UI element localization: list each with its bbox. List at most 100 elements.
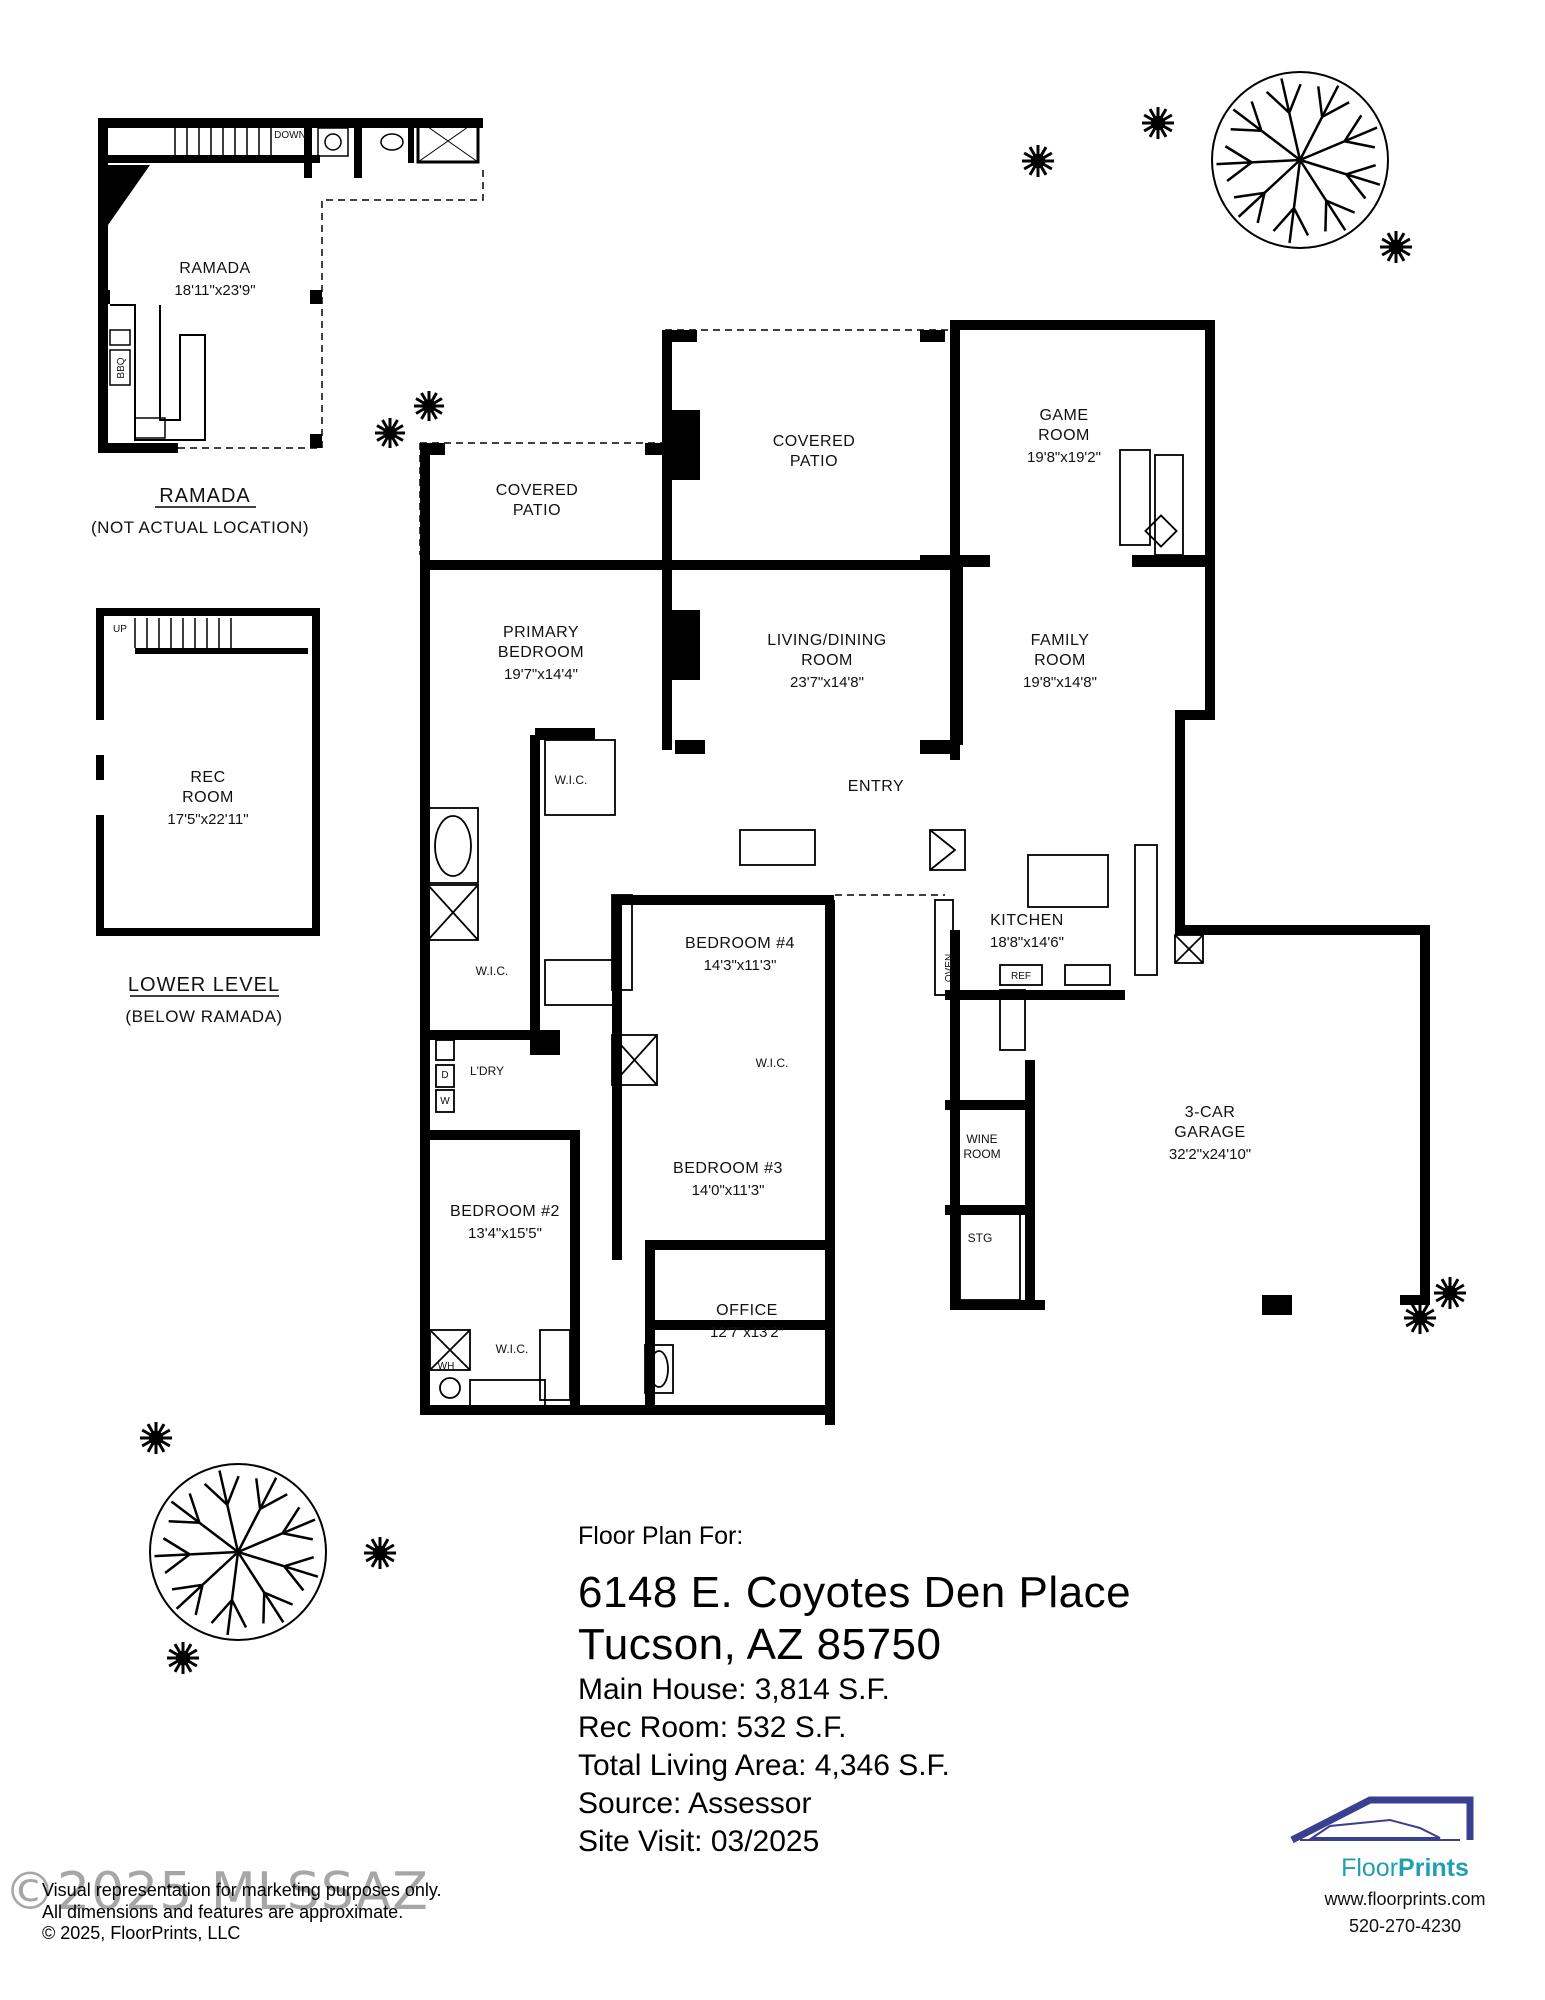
bedroom2-label: BEDROOM #2 [450,1203,560,1220]
primary-bedroom-label-2: BEDROOM [498,644,584,661]
wine-room-label-2: ROOM [963,1147,1000,1161]
office-dims: 12'7"x13'2" [710,1324,784,1341]
tree-branch [203,1470,240,1553]
disclaimer: Visual representation for marketing purp… [42,1880,442,1945]
ramada-room-dims: 18'11"x23'9" [174,282,255,299]
shrub-icon [364,1537,396,1569]
address-line-1: 6148 E. Coyotes Den Place [578,1568,1132,1617]
lower-level-plan: UP REC ROOM 17'5"x22'11" LOWER LEVEL (BE… [96,608,320,1026]
lower-up-label: UP [113,624,127,635]
bedroom3-label: BEDROOM #3 [673,1160,783,1177]
tree-branch [237,1506,316,1554]
washer-label: W [440,1096,450,1107]
brand-phone: 520-270-4230 [1348,1916,1462,1936]
mls-watermark: ©2025 MLSSAZ [4,1862,429,1922]
shrub-icon [1380,231,1412,263]
covered-patio-left-label-2: PATIO [513,502,561,519]
rec-room-area: Rec Room: 532 S.F. [578,1711,847,1744]
ramada-plan: DOWN BBQ RAMADA 18'11"x23'9" RAMADA (NOT… [91,118,484,537]
tree-branch [1298,159,1356,232]
kitchen-dims: 18'8"x14'6" [990,934,1064,951]
tree-branch [1298,85,1350,161]
tree-branch [154,1537,239,1574]
family-room-dims: 19'8"x14'8" [1023,674,1097,691]
bedroom2-wic-label: W.I.C. [496,1342,529,1356]
office-label: OFFICE [716,1302,778,1319]
tree-large-top-right [1211,71,1389,249]
living-dining-label-2: ROOM [801,652,853,669]
ref-label: REF [1011,971,1031,982]
bedroom4-label: BEDROOM #4 [685,935,795,952]
tree-branch [236,1551,294,1624]
brand-name-second: Prints [1398,1854,1469,1882]
game-room-label-2: ROOM [1038,427,1090,444]
disclaimer-line-1: Visual representation for marketing purp… [42,1880,442,1900]
garage-dims: 32'2"x24'10" [1169,1146,1251,1163]
data-source: Source: Assessor [578,1787,812,1820]
shrub-icon [167,1642,199,1674]
wine-room-label: WINE [966,1132,997,1146]
tree-branch [237,1550,319,1592]
rec-room-dims: 17'5"x22'11" [167,811,248,828]
brand-name-first: Floor [1341,1854,1399,1882]
living-dining-label: LIVING/DINING [767,632,886,649]
laundry-label: L'DRY [470,1064,504,1078]
total-living-area: Total Living Area: 4,346 S.F. [578,1749,950,1782]
shrub-icon [414,391,444,421]
primary-bedroom-dims: 19'7"x14'4" [504,666,578,683]
game-room-label: GAME [1039,407,1088,424]
bedroom4-dims: 14'3"x11'3" [704,957,777,974]
bedroom2-dims: 13'4"x15'5" [468,1225,542,1242]
oven-label: OVEN [944,954,955,982]
tree-branch [210,1551,248,1636]
tree-branch [1272,159,1310,244]
tree-branch [1265,78,1302,161]
shrub-icon [1404,1302,1436,1334]
rec-room-name-2: ROOM [182,789,234,806]
garage-label: 3-CAR [1185,1104,1236,1121]
tree-branch [1299,158,1381,200]
primary-wic-1-label: W.I.C. [555,773,588,787]
shrub-icon [140,1422,172,1454]
tree-branch [1233,159,1301,224]
tree-branch [171,1551,239,1616]
shrub-icon [1142,107,1174,139]
water-heater-label: WH [438,1361,455,1372]
rec-room-name: REC [190,769,225,786]
shrub-icon [1434,1277,1466,1309]
tree-large-bottom-left [149,1463,327,1641]
info-lead: Floor Plan For: [578,1522,744,1550]
ramada-caption: RAMADA [159,485,251,507]
room-labels: COVERED PATIO COVERED PATIO GAME ROOM 19… [438,407,1251,1372]
game-room-dims: 19'8"x19'2" [1027,449,1101,466]
property-info: Floor Plan For: 6148 E. Coyotes Den Plac… [578,1524,1131,1857]
brand-url[interactable]: www.floorprints.com [1324,1889,1486,1909]
living-dining-dims: 23'7"x14'8" [790,674,864,691]
family-room-label-2: ROOM [1034,652,1086,669]
copyright-line: © 2025, FloorPrints, LLC [42,1923,241,1944]
lower-level-caption-note: (BELOW RAMADA) [125,1007,282,1026]
covered-patio-left-label: COVERED [496,482,579,499]
bedroom3-dims: 14'0"x11'3" [692,1182,765,1199]
family-room-label: FAMILY [1031,632,1090,649]
ramada-caption-note: (NOT ACTUAL LOCATION) [91,518,309,537]
shrub-icon [1022,145,1054,177]
tree-branch [1230,101,1301,161]
main-house-walls [420,320,1430,1425]
fixtures [427,449,1204,1409]
dryer-label: D [441,1070,448,1081]
entry-label: ENTRY [848,778,904,795]
site-visit-date: Site Visit: 03/2025 [578,1825,820,1858]
shrub-icon [375,418,405,448]
bbq-label: BBQ [116,357,127,378]
brand-name: FloorPrints [1300,1854,1510,1883]
tree-branch [1299,114,1378,162]
ramada-down-label: DOWN [274,130,306,141]
storage-label: STG [968,1231,993,1245]
disclaimer-line-2: All dimensions and features are approxim… [42,1901,404,1922]
covered-patio-top-label: COVERED [773,433,856,450]
primary-bedroom-label: PRIMARY [503,624,579,641]
tree-branch [168,1493,239,1553]
garage-label-2: GARAGE [1174,1124,1245,1141]
